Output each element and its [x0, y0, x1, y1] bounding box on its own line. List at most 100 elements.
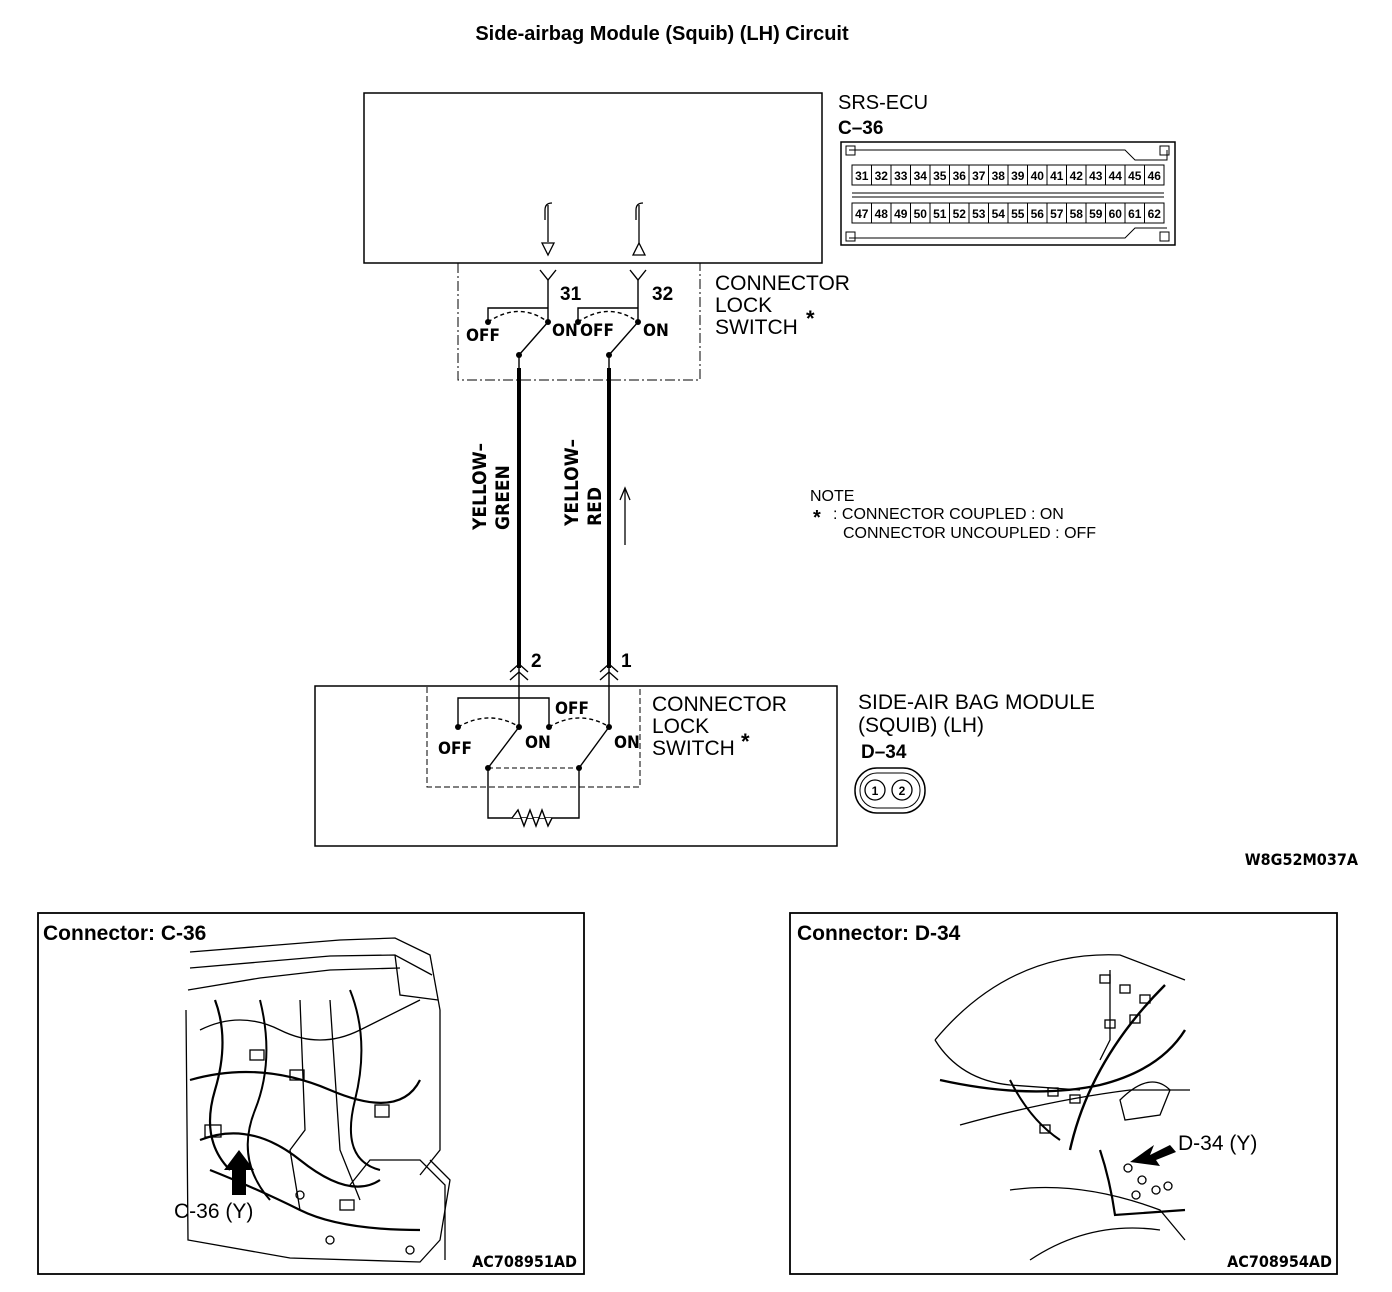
- c36-pin-number: 47: [855, 207, 869, 221]
- terminal-32-label: 32: [652, 284, 673, 305]
- c36-pin-number: 43: [1089, 169, 1103, 183]
- d34-callout: D-34 (Y): [1178, 1132, 1257, 1155]
- module-terminal-1: 1: [621, 651, 632, 672]
- c36-pin-number: 34: [914, 169, 928, 183]
- ecu-connector-pins: [539, 269, 647, 305]
- c36-pin-number: 37: [972, 169, 986, 183]
- c36-pin-number: 62: [1148, 207, 1162, 221]
- diagram-code: W8G52M037A: [1245, 850, 1359, 869]
- c36-pin-number: 45: [1128, 169, 1142, 183]
- note-line-2: CONNECTOR UNCOUPLED : OFF: [843, 525, 1096, 542]
- lower-lock-label-2: LOCK: [652, 715, 709, 738]
- panel-d34-title: Connector: D-34: [797, 922, 961, 945]
- c36-pin-number: 59: [1089, 207, 1103, 221]
- module-label-1: SIDE-AIR BAG MODULE: [858, 691, 1095, 714]
- c36-pin-number: 58: [1070, 207, 1084, 221]
- current-direction-arrow: [619, 486, 631, 545]
- upper-off-a: OFF: [466, 326, 500, 346]
- upper-lock-label-2: LOCK: [715, 294, 772, 317]
- c36-pin-number: 55: [1011, 207, 1025, 221]
- c36-pin-number: 50: [914, 207, 928, 221]
- wire-label-yellow-red: YELLOW– RED: [561, 439, 606, 527]
- c36-pin-number: 46: [1148, 169, 1162, 183]
- lower-lock-label-3: SWITCH: [652, 737, 735, 760]
- d34-pin-2: 2: [899, 784, 906, 798]
- upper-lock-label-1: CONNECTOR: [715, 272, 850, 295]
- c36-pin-number: 61: [1128, 207, 1142, 221]
- c36-pin-number: 60: [1109, 207, 1123, 221]
- upper-switch-nodes: [485, 319, 641, 358]
- upper-off-b: OFF: [580, 321, 614, 341]
- lower-on-b: ON: [614, 733, 640, 753]
- ecu-name: SRS-ECU: [838, 92, 928, 114]
- c36-pin-number: 38: [992, 169, 1006, 183]
- panel-c36-code: AC708951AD: [472, 1252, 577, 1271]
- svg-text:RED: RED: [584, 487, 606, 526]
- lower-lock-star: *: [741, 729, 750, 754]
- lower-off-left: OFF: [438, 739, 472, 759]
- lower-switch-contacts: [457, 697, 610, 819]
- c36-pin-number: 51: [933, 207, 947, 221]
- c36-pin-number: 56: [1031, 207, 1045, 221]
- c36-pin-cell: [1144, 202, 1165, 224]
- c36-pin-number: 48: [875, 207, 889, 221]
- c36-pin-number: 32: [875, 169, 889, 183]
- module-label-2: (SQUIB) (LH): [858, 714, 984, 737]
- seat-illustration: [934, 954, 1190, 1261]
- srs-ecu-box: [363, 92, 823, 264]
- module-terminal-2: 2: [531, 651, 542, 672]
- c36-pin-number: 33: [894, 169, 908, 183]
- lower-on-a: ON: [525, 733, 551, 753]
- upper-switch-contacts: [487, 305, 639, 370]
- upper-lock-switch-boundary: [457, 263, 701, 381]
- module-connector-id: D–34: [861, 742, 907, 763]
- module-connector-pins: [509, 663, 619, 726]
- svg-text:YELLOW–: YELLOW–: [469, 443, 491, 531]
- c36-pin-number: 57: [1050, 207, 1064, 221]
- panel-d34-code: AC708954AD: [1227, 1252, 1332, 1271]
- note-line-1: : CONNECTOR COUPLED : ON: [833, 506, 1064, 523]
- c36-location-arrow: [224, 1150, 254, 1195]
- ecu-internal-terminals: [540, 202, 647, 257]
- wire-label-yellow-green: YELLOW– GREEN: [469, 443, 514, 531]
- c36-pin-number: 39: [1011, 169, 1025, 183]
- c36-pin-number: 41: [1050, 169, 1064, 183]
- c36-pin-number: 53: [972, 207, 986, 221]
- c36-pin-cell: [1144, 164, 1165, 186]
- harness-wires: [517, 368, 611, 668]
- panel-d34: [789, 912, 1338, 1275]
- c36-callout: C-36 (Y): [174, 1200, 253, 1223]
- c36-pin-number: 44: [1109, 169, 1123, 183]
- panel-c36: [37, 912, 585, 1275]
- panel-c36-title: Connector: C-36: [43, 922, 206, 945]
- upper-lock-label-3: SWITCH: [715, 316, 798, 339]
- diagram-title: Side-airbag Module (Squib) (LH) Circuit: [475, 23, 849, 45]
- c36-connector-face: [840, 141, 1176, 246]
- note-star: *: [813, 507, 821, 529]
- d34-pin-1: 1: [872, 784, 879, 798]
- upper-on-b: ON: [643, 321, 669, 341]
- c36-pin-number: 31: [855, 169, 869, 183]
- d34-connector-face: [854, 767, 926, 814]
- lower-lock-label-1: CONNECTOR: [652, 693, 787, 716]
- svg-text:GREEN: GREEN: [492, 465, 514, 530]
- note-heading: NOTE: [810, 488, 854, 505]
- ecu-connector-id: C–36: [838, 118, 883, 139]
- c36-pin-number: 36: [953, 169, 967, 183]
- lower-lock-switch-boundary: [426, 685, 641, 788]
- d34-location-arrow: [1130, 1145, 1176, 1166]
- squib-resistor: [511, 808, 553, 828]
- lower-switch-nodes: [455, 724, 612, 771]
- c36-pin-number: 42: [1070, 169, 1084, 183]
- c36-pin-number: 54: [992, 207, 1006, 221]
- lower-off-top: OFF: [555, 699, 589, 719]
- c36-pin-number: 35: [933, 169, 947, 183]
- c36-pin-number: 49: [894, 207, 908, 221]
- c36-pin-grid: 31 32 33 34 35 36 37 38 39 40 41 42 43 44 45 46 47 48 49 50…: [851, 164, 1165, 224]
- upper-lock-star: *: [806, 306, 815, 331]
- c36-pin-number: 52: [953, 207, 967, 221]
- c36-pin-number: 40: [1031, 169, 1045, 183]
- svg-text:YELLOW–: YELLOW–: [561, 439, 583, 527]
- upper-on-a: ON: [552, 321, 578, 341]
